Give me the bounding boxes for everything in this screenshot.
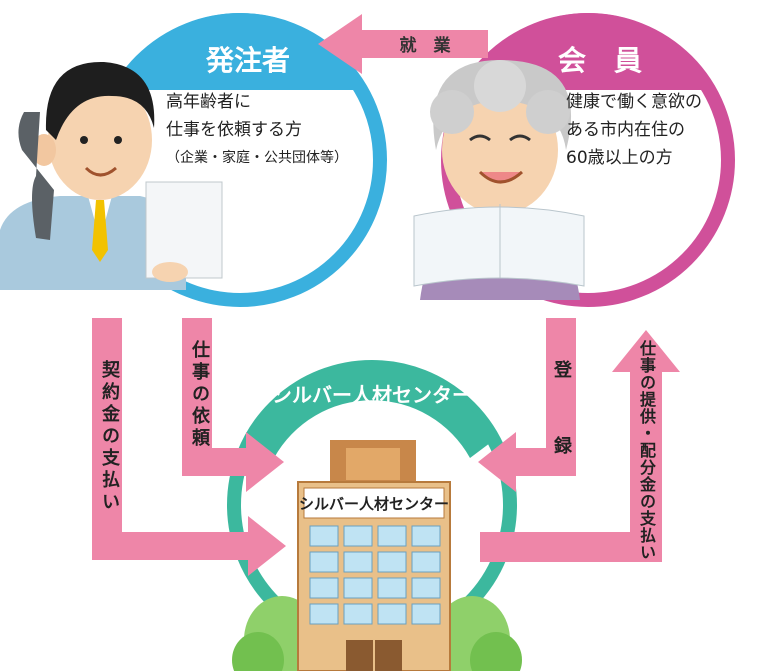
job-request-arrow xyxy=(182,318,284,492)
center-arc-band xyxy=(250,368,494,458)
member-description: 健康で働く意欲の ある市内在住の 60歳以上の方 xyxy=(566,88,736,172)
center-arc-label: シルバー人材センター xyxy=(272,383,472,407)
orderer-desc-line2: 仕事を依頼する方 xyxy=(166,120,302,140)
bush-right-2 xyxy=(470,632,522,671)
orderer-desc-line3: （企業・家庭・公共団体等） xyxy=(166,150,348,166)
businessman-illustration xyxy=(0,61,223,290)
building-sign: シルバー人材センター xyxy=(299,495,449,513)
orderer-title: 発注者 xyxy=(205,44,290,77)
member-desc-line2: ある市内在住の xyxy=(566,120,685,140)
orderer-desc-line1: 高年齢者に xyxy=(166,92,251,112)
elderly-woman-illustration xyxy=(413,60,585,300)
bush-left-2 xyxy=(232,632,284,671)
contract-payment-label: 契約金の支払い xyxy=(99,360,120,514)
job-provision-arrow xyxy=(480,330,680,562)
registration-arrow xyxy=(478,318,576,492)
job-request-label: 仕事の依頼 xyxy=(189,340,210,450)
registration-label: 登 録 xyxy=(551,360,572,474)
building xyxy=(297,440,451,671)
work-arrow-label: 就 業 xyxy=(400,35,451,56)
member-desc-line3: 60歳以上の方 xyxy=(566,148,673,168)
member-desc-line1: 健康で働く意欲の xyxy=(566,92,702,112)
orderer-description: 高年齢者に 仕事を依頼する方 （企業・家庭・公共団体等） xyxy=(166,88,356,172)
contract-payment-arrow xyxy=(92,318,286,576)
building-windows xyxy=(309,525,441,625)
member-title: 会 員 xyxy=(558,44,642,77)
job-provision-label: 仕事の提供・配分金の支払い xyxy=(637,340,656,561)
work-arrow xyxy=(318,14,488,74)
orderer-title-band xyxy=(115,13,365,91)
